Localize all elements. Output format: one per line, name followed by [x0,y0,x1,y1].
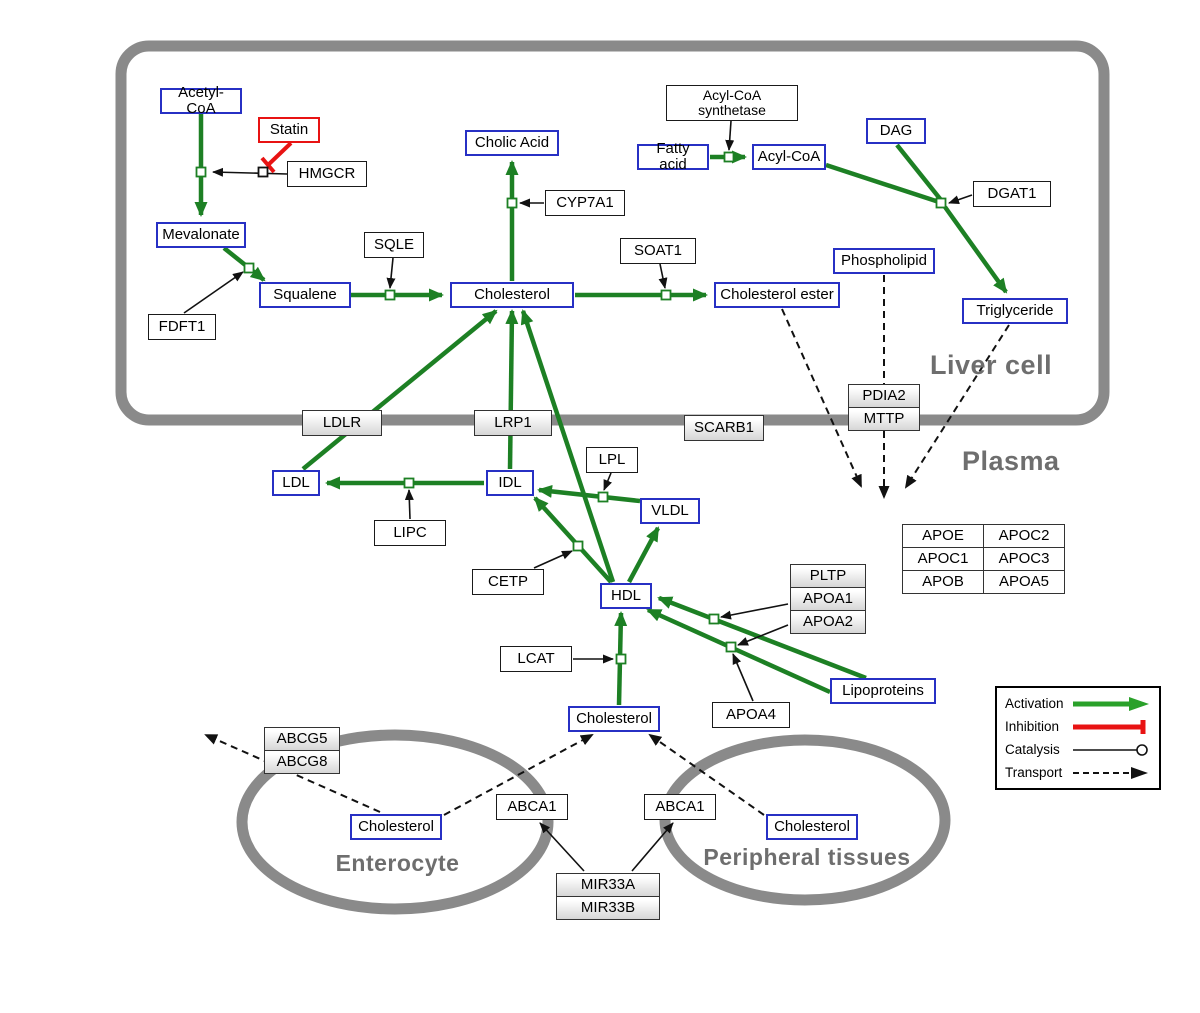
legend-catalysis-label: Catalysis [1005,742,1060,757]
node-ldlr[interactable]: LDLR [302,410,382,436]
catalysis-edges [183,120,973,872]
node-abcg8[interactable]: ABCG8 [264,750,340,774]
node-apoc1[interactable]: APOC1 [902,547,984,571]
node-triglyceride[interactable]: Triglyceride [962,298,1068,324]
legend-inhibition-label: Inhibition [1005,719,1060,734]
node-mir33b[interactable]: MIR33B [556,896,660,920]
node-apoa4[interactable]: APOA4 [712,702,790,728]
inhibition-target-node [257,166,269,178]
node-cholic-acid[interactable]: Cholic Acid [465,130,559,156]
node-phospholipid[interactable]: Phospholipid [833,248,935,274]
node-apoa1[interactable]: APOA1 [790,587,866,611]
node-apoc3[interactable]: APOC3 [983,547,1065,571]
node-dgat1[interactable]: DGAT1 [973,181,1051,207]
node-apoa2[interactable]: APOA2 [790,610,866,634]
node-scarb1[interactable]: SCARB1 [684,415,764,441]
node-lipc[interactable]: LIPC [374,520,446,546]
legend: Activation Inhibition Catalysis Transpor… [995,686,1161,790]
peripheral-tissues-membrane [659,734,951,906]
node-acetyl-coa[interactable]: Acetyl-CoA [160,85,242,116]
node-abca1-peripheral[interactable]: ABCA1 [644,794,716,820]
node-hmgcr[interactable]: HMGCR [287,161,367,187]
node-cholesterol-ester[interactable]: Cholesterol ester [714,282,840,308]
node-lipoproteins[interactable]: Lipoproteins [830,678,936,704]
plasma-label: Plasma [962,446,1060,476]
node-cholesterol-enterocyte[interactable]: Cholesterol [350,814,442,840]
node-mevalonate[interactable]: Mevalonate [156,222,246,248]
node-ldl[interactable]: LDL [272,470,320,496]
node-abca1-enterocyte[interactable]: ABCA1 [496,794,568,820]
liver-cell-membrane [115,40,1110,426]
legend-transport: Transport [1005,763,1151,783]
node-apoe[interactable]: APOE [902,524,984,548]
node-dag[interactable]: DAG [866,118,926,144]
activation-arrow-icon [1073,696,1149,711]
node-cyp7a1[interactable]: CYP7A1 [545,190,625,216]
catalysis-circle-icon [1073,743,1148,756]
node-pltp[interactable]: PLTP [790,564,866,588]
node-squalene[interactable]: Squalene [259,282,351,308]
node-cetp[interactable]: CETP [472,569,544,595]
node-acyl-coa[interactable]: Acyl-CoA [752,144,826,170]
node-apob[interactable]: APOB [902,570,984,594]
node-pdia2[interactable]: PDIA2 [848,384,920,408]
node-lcat[interactable]: LCAT [500,646,572,672]
node-mttp[interactable]: MTTP [848,407,920,431]
node-cholesterol-liver[interactable]: Cholesterol [450,282,574,308]
node-lpl[interactable]: LPL [586,447,638,473]
node-lrp1[interactable]: LRP1 [474,410,552,436]
legend-activation-label: Activation [1005,696,1064,711]
node-cholesterol-peripheral[interactable]: Cholesterol [766,814,858,840]
node-cholesterol-plasma[interactable]: Cholesterol [568,706,660,732]
node-fatty-acid[interactable]: Fatty acid [637,141,709,172]
legend-catalysis: Catalysis [1005,740,1151,760]
inhibition-edge [260,141,293,174]
node-statin[interactable]: Statin [258,117,320,143]
legend-inhibition: Inhibition [1005,717,1151,737]
enterocyte-membrane [236,729,554,915]
node-acyl-coa-synthetase[interactable]: Acyl-CoA synthetase [666,85,798,121]
inhibition-tbar-icon [1073,719,1146,734]
node-vldl[interactable]: VLDL [640,498,700,524]
node-hdl[interactable]: HDL [600,583,652,609]
node-idl[interactable]: IDL [486,470,534,496]
node-mir33a[interactable]: MIR33A [556,873,660,897]
legend-activation: Activation [1005,694,1151,714]
node-sqle[interactable]: SQLE [364,232,424,258]
enterocyte-label: Enterocyte [335,850,460,876]
legend-transport-label: Transport [1005,765,1063,780]
node-abcg5[interactable]: ABCG5 [264,727,340,751]
node-soat1[interactable]: SOAT1 [620,238,696,264]
transport-dashed-arrow-icon [1073,766,1148,779]
node-fdft1[interactable]: FDFT1 [148,314,216,340]
node-apoa5[interactable]: APOA5 [983,570,1065,594]
liver-cell-label: Liver cell [930,350,1053,380]
node-apoc2[interactable]: APOC2 [983,524,1065,548]
peripheral-tissues-label: Peripheral tissues [703,844,911,870]
reaction-nodes [195,151,947,665]
